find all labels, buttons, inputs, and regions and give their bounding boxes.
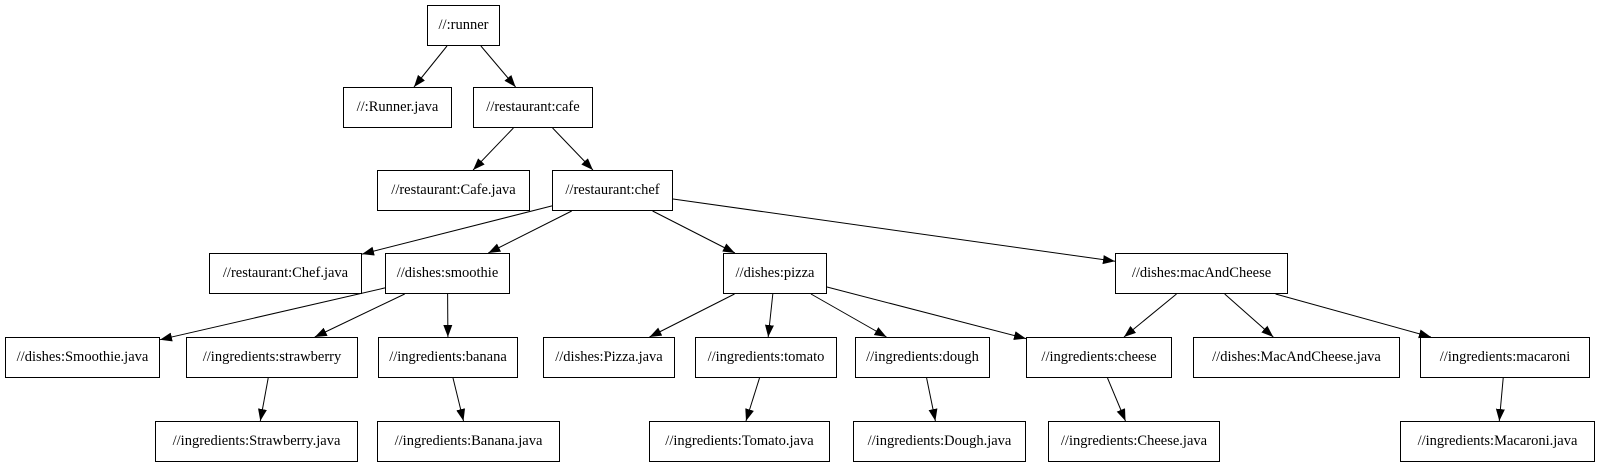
graph-edge-pizza-to-cheese bbox=[826, 286, 1027, 340]
graph-node-strawberry_java: //ingredients:Strawberry.java bbox=[155, 421, 358, 462]
graph-edge-chef-to-macandcheese bbox=[672, 198, 1116, 265]
graph-node-runner_java: //:Runner.java bbox=[343, 87, 452, 128]
graph-node-macandcheese: //dishes:macAndCheese bbox=[1115, 253, 1288, 294]
graph-edge-cafe-to-cafe_java bbox=[472, 127, 514, 171]
graph-edge-chef-to-chef_java bbox=[361, 205, 553, 256]
graph-node-tomato_java: //ingredients:Tomato.java bbox=[649, 421, 830, 462]
graph-node-tomato: //ingredients:tomato bbox=[695, 337, 837, 378]
graph-node-macandcheese_java: //dishes:MacAndCheese.java bbox=[1193, 337, 1400, 378]
graph-node-pizza: //dishes:pizza bbox=[723, 253, 827, 294]
graph-edge-macandcheese-to-cheese bbox=[1123, 293, 1177, 338]
graph-node-pizza_java: //dishes:Pizza.java bbox=[543, 337, 675, 378]
graph-edge-smoothie-to-strawberry bbox=[314, 293, 405, 338]
graph-node-cheese: //ingredients:cheese bbox=[1026, 337, 1172, 378]
graph-edge-runner-to-cafe bbox=[480, 45, 516, 88]
graph-edge-pizza-to-tomato bbox=[765, 293, 774, 338]
graph-node-cheese_java: //ingredients:Cheese.java bbox=[1048, 421, 1220, 462]
graph-node-dough: //ingredients:dough bbox=[855, 337, 990, 378]
graph-node-smoothie: //dishes:smoothie bbox=[385, 253, 510, 294]
graph-node-smoothie_java: //dishes:Smoothie.java bbox=[5, 337, 160, 378]
graph-edge-macandcheese-to-macandcheese_java bbox=[1224, 293, 1274, 338]
graph-node-macaroni_java: //ingredients:Macaroni.java bbox=[1400, 421, 1595, 462]
graph-node-strawberry: //ingredients:strawberry bbox=[186, 337, 358, 378]
graph-edge-smoothie-to-smoothie_java bbox=[159, 287, 386, 342]
graph-node-banana: //ingredients:banana bbox=[378, 337, 518, 378]
graph-edge-banana-to-banana_java bbox=[452, 377, 466, 422]
graph-node-cafe: //restaurant:cafe bbox=[473, 87, 593, 128]
graph-node-macaroni: //ingredients:macaroni bbox=[1420, 337, 1590, 378]
graph-edge-chef-to-smoothie bbox=[488, 210, 572, 254]
graph-edge-chef-to-pizza bbox=[652, 210, 736, 254]
graph-node-runner: //:runner bbox=[427, 5, 500, 46]
graph-edge-runner-to-runner_java bbox=[413, 45, 448, 88]
graph-edge-cheese-to-cheese_java bbox=[1107, 377, 1126, 422]
graph-node-chef_java: //restaurant:Chef.java bbox=[209, 253, 362, 294]
graph-edge-macandcheese-to-macaroni bbox=[1275, 293, 1432, 339]
graph-edge-pizza-to-dough bbox=[810, 293, 887, 338]
graph-edge-strawberry-to-strawberry_java bbox=[258, 377, 269, 422]
graph-edges bbox=[159, 45, 1505, 422]
graph-node-dough_java: //ingredients:Dough.java bbox=[853, 421, 1026, 462]
graph-edge-tomato-to-tomato_java bbox=[745, 377, 760, 422]
graph-node-banana_java: //ingredients:Banana.java bbox=[377, 421, 560, 462]
graph-edge-macaroni-to-macaroni_java bbox=[1495, 377, 1505, 422]
graph-edge-dough-to-dough_java bbox=[926, 377, 938, 422]
graph-node-chef: //restaurant:chef bbox=[552, 170, 673, 211]
graph-node-cafe_java: //restaurant:Cafe.java bbox=[377, 170, 530, 211]
graph-edge-cafe-to-chef bbox=[552, 127, 594, 171]
graph-edge-pizza-to-pizza_java bbox=[649, 293, 735, 338]
